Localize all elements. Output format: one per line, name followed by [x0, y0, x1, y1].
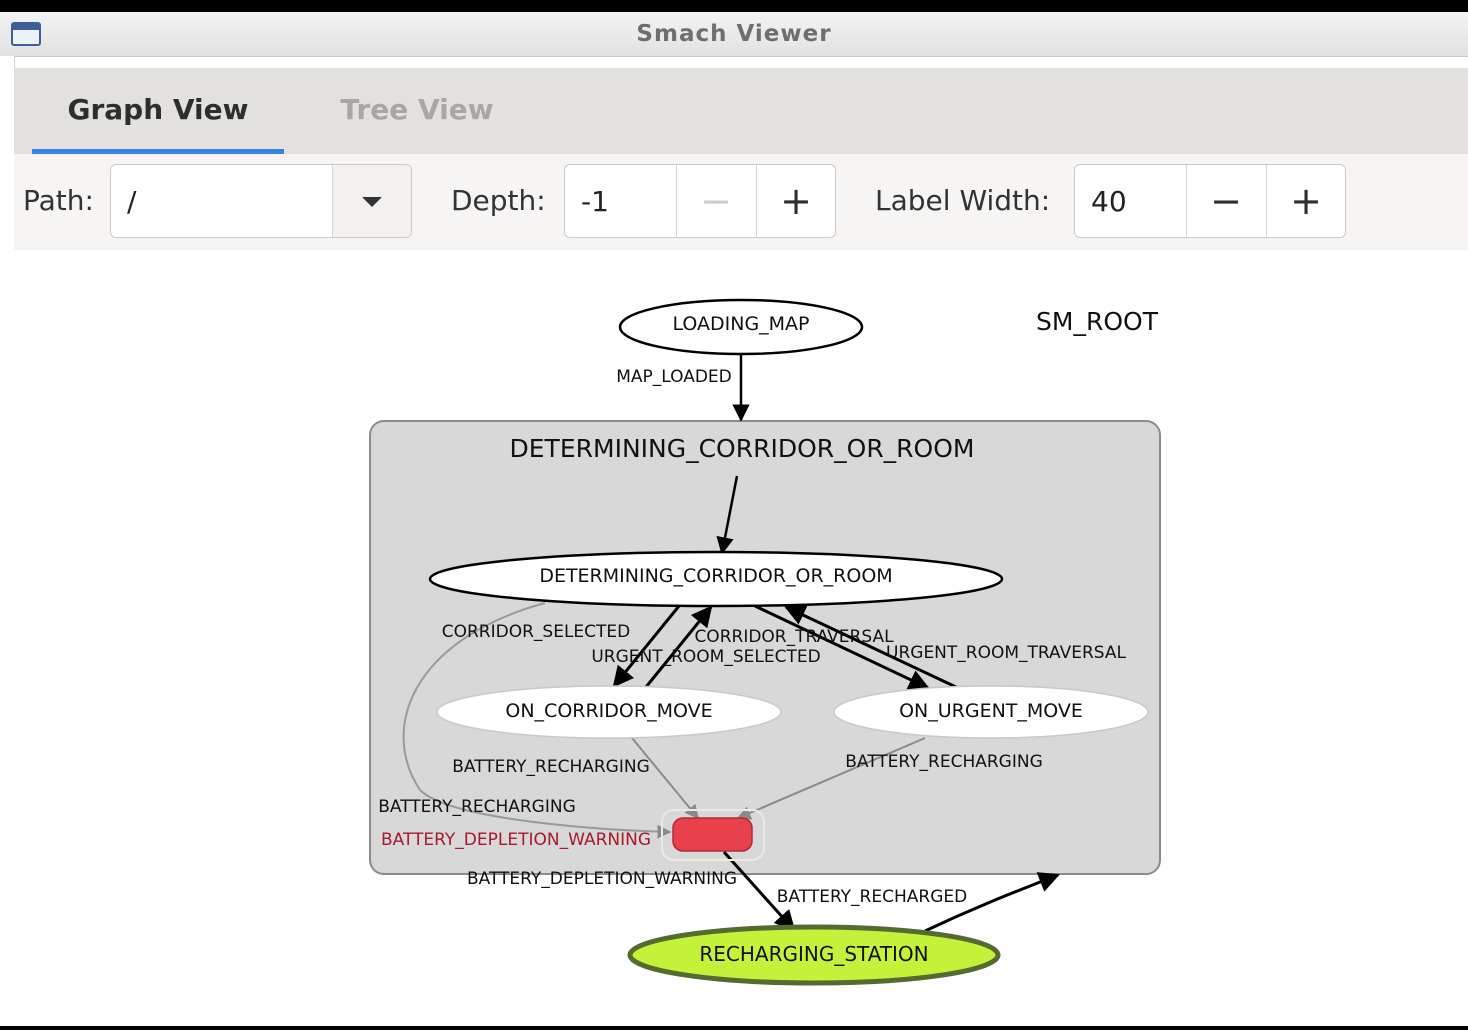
label-width-decrement-button[interactable]: −	[1210, 179, 1242, 223]
edge-label-corridor-selected: CORRIDOR_SELECTED	[442, 622, 631, 642]
state-loading-map[interactable]	[618, 298, 864, 356]
edge-label-urgent-room-traversal: URGENT_ROOM_TRAVERSAL	[886, 643, 1126, 663]
tab-bar: Graph View Tree View	[14, 68, 1468, 155]
window-title: Smach Viewer	[636, 21, 832, 47]
edge-determining-battery-recharging[interactable]	[402, 602, 672, 839]
state-determining-corridor-or-room[interactable]	[428, 550, 1004, 608]
label-width-spinner[interactable]: 40 − +	[1074, 164, 1346, 238]
outcome-battery-depletion-warning[interactable]	[672, 817, 753, 852]
chevron-down-icon	[362, 197, 382, 207]
edge-container-initial[interactable]	[716, 475, 739, 555]
state-recharging-station[interactable]	[627, 924, 1001, 986]
edge-corridor-battery-recharging[interactable]	[631, 737, 699, 820]
edge-label-corridor-traversal: CORRIDOR_TRAVERSAL	[694, 627, 894, 647]
edge-label-battery-recharged: BATTERY_RECHARGED	[777, 887, 967, 907]
state-on-urgent-move[interactable]	[833, 685, 1149, 739]
path-dropdown-button[interactable]	[332, 165, 411, 237]
state-label-determining: DETERMINING_CORRIDOR_OR_ROOM	[539, 565, 892, 587]
edge-urgent-room-traversal[interactable]	[784, 605, 957, 689]
depth-value[interactable]: -1	[581, 185, 609, 218]
depth-label: Depth:	[451, 184, 546, 217]
state-label-loading-map: LOADING_MAP	[672, 313, 809, 335]
label-width-label: Label Width:	[875, 184, 1051, 217]
depth-separator	[676, 165, 677, 237]
edge-label-battery-depletion-warning-active: BATTERY_DEPLETION_WARNING	[381, 830, 651, 850]
label-width-value[interactable]: 40	[1091, 185, 1127, 218]
state-label-on-urgent-move: ON_URGENT_MOVE	[899, 700, 1083, 722]
label-width-separator	[1186, 165, 1187, 237]
state-machine-graph[interactable]: DETERMINING_CORRIDOR_OR_ROOM SM_ROOT MAP…	[14, 250, 1468, 1026]
sm-root-label: SM_ROOT	[1036, 307, 1159, 336]
state-label-on-corridor-move: ON_CORRIDOR_MOVE	[505, 700, 712, 722]
path-value[interactable]: /	[127, 185, 137, 218]
container-label: DETERMINING_CORRIDOR_OR_ROOM	[510, 434, 975, 463]
smach-viewer-window: Smach Viewer Graph View Tree View Path: …	[0, 12, 1468, 1026]
edge-label-battery-recharging-corridor: BATTERY_RECHARGING	[452, 757, 650, 777]
depth-decrement-button[interactable]: −	[700, 179, 732, 223]
edge-label-battery-depletion-warning: BATTERY_DEPLETION_WARNING	[467, 869, 737, 889]
state-on-corridor-move[interactable]	[436, 685, 782, 739]
tab-graph-view[interactable]: Graph View	[32, 68, 284, 154]
graph-toolbar: Path: / Depth: -1 − + Label Width: 40 − …	[14, 154, 1468, 251]
label-width-increment-button[interactable]: +	[1290, 179, 1322, 223]
depth-separator	[756, 165, 757, 237]
depth-spinner[interactable]: -1 − +	[564, 164, 836, 238]
window-icon[interactable]	[11, 22, 41, 46]
label-width-separator	[1266, 165, 1267, 237]
edge-battery-depletion-warning[interactable]	[722, 850, 796, 932]
edge-label-map-loaded: MAP_LOADED	[616, 367, 732, 387]
tab-tree-view[interactable]: Tree View	[340, 93, 494, 126]
outcome-highlight	[661, 809, 765, 861]
graph-canvas[interactable]: DETERMINING_CORRIDOR_OR_ROOM SM_ROOT MAP…	[14, 250, 1468, 1026]
state-label-recharging-station: RECHARGING_STATION	[699, 942, 928, 966]
depth-increment-button[interactable]: +	[780, 179, 812, 223]
edge-corridor-selected[interactable]	[612, 605, 681, 688]
edge-label-urgent-room-selected: URGENT_ROOM_SELECTED	[591, 647, 820, 667]
container-determining-corridor-or-room[interactable]	[369, 420, 1161, 875]
path-combobox[interactable]: /	[110, 164, 412, 238]
edge-urgent-room-selected[interactable]	[754, 604, 930, 690]
edge-urgent-battery-recharging[interactable]	[736, 737, 926, 820]
edge-battery-recharged[interactable]	[924, 872, 1060, 933]
path-label: Path:	[23, 184, 94, 217]
edge-label-battery-recharging-urgent: BATTERY_RECHARGING	[845, 752, 1043, 772]
title-bar[interactable]: Smach Viewer	[0, 12, 1468, 57]
edge-label-battery-recharging-determining: BATTERY_RECHARGING	[378, 797, 576, 817]
window-frame	[0, 56, 15, 1026]
edge-corridor-traversal[interactable]	[644, 605, 713, 688]
